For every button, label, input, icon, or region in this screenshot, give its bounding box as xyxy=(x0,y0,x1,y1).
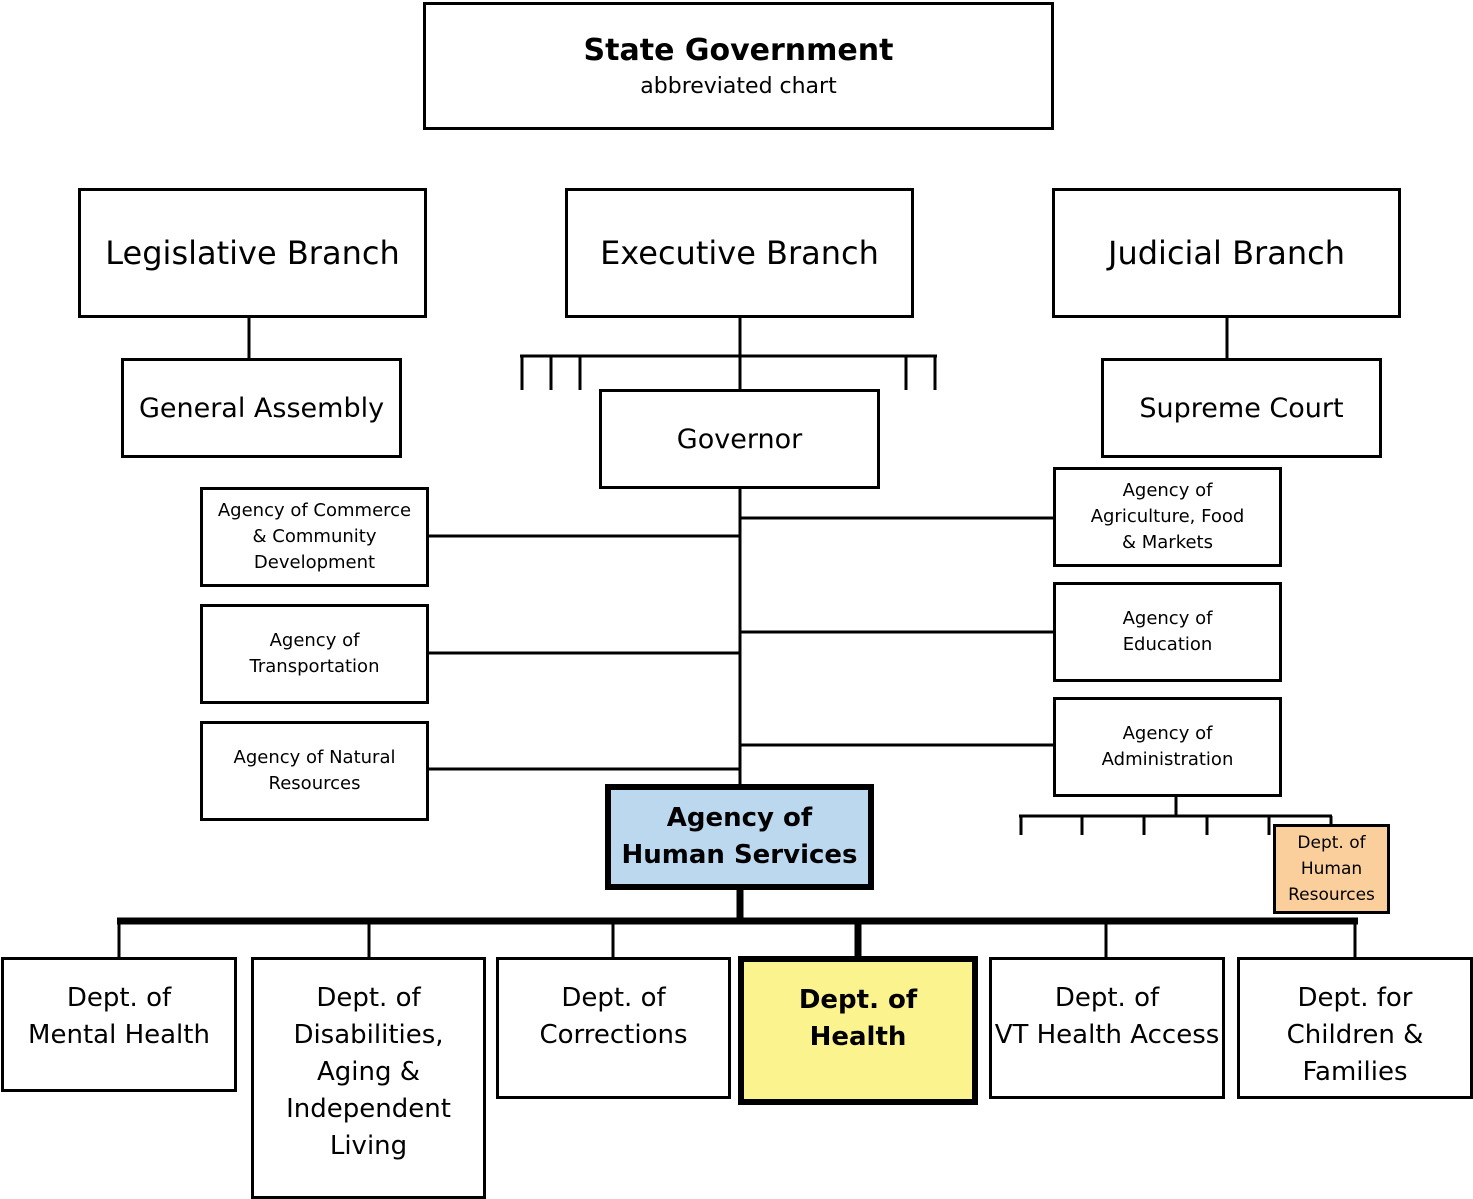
dept-disabilities-line-5: Living xyxy=(329,1131,408,1161)
agency-administration-line-2: Administration xyxy=(1101,749,1234,770)
supreme-court-label: Supreme Court xyxy=(1139,392,1344,424)
agency-agriculture-line-2: Agriculture, Food xyxy=(1090,506,1245,527)
dept-children-families-line-2: Children & xyxy=(1286,1020,1424,1050)
chart-subtitle: abbreviated chart xyxy=(640,74,837,99)
dept-health-line-2: Health xyxy=(809,1022,907,1052)
dept-mental-health-box: Dept. of Mental Health xyxy=(1,957,237,1092)
dept-corrections-box: Dept. of Corrections xyxy=(496,957,731,1099)
agency-natural-resources-line-2: Resources xyxy=(268,773,361,794)
dept-human-resources-box: Dept. of Human Resources xyxy=(1273,824,1390,914)
dept-disabilities-line-2: Disabilities, xyxy=(293,1020,444,1050)
agency-human-services-line-1: Agency of xyxy=(666,803,813,833)
agency-transportation-line-2: Transportation xyxy=(249,656,380,677)
dept-corrections-line-2: Corrections xyxy=(539,1020,688,1050)
agency-administration-box: Agency of Administration xyxy=(1053,697,1282,797)
agency-administration-line-1: Agency of xyxy=(1122,723,1213,744)
dept-vt-health-access-line-1: Dept. of xyxy=(1054,983,1160,1013)
dept-human-resources-line-3: Resources xyxy=(1288,885,1375,905)
legislative-branch-label: Legislative Branch xyxy=(105,234,400,272)
dept-mental-health-line-1: Dept. of xyxy=(66,983,172,1013)
chart-title: State Government xyxy=(583,33,894,68)
agency-natural-resources-line-1: Agency of Natural xyxy=(233,747,396,768)
agency-education-line-1: Agency of xyxy=(1122,608,1213,629)
agency-agriculture-line-3: & Markets xyxy=(1121,532,1213,553)
legislative-branch-box: Legislative Branch xyxy=(78,188,427,318)
dept-health-box: Dept. of Health xyxy=(738,956,978,1105)
dept-health-line-1: Dept. of xyxy=(798,985,918,1015)
judicial-branch-box: Judicial Branch xyxy=(1052,188,1401,318)
agency-human-services-box: Agency of Human Services xyxy=(605,784,874,890)
dept-mental-health-line-2: Mental Health xyxy=(28,1020,210,1050)
supreme-court-box: Supreme Court xyxy=(1101,358,1382,458)
agency-transportation-box: Agency of Transportation xyxy=(200,604,429,704)
dept-vt-health-access-box: Dept. of VT Health Access xyxy=(989,957,1225,1099)
dept-corrections-line-1: Dept. of xyxy=(561,983,666,1013)
agency-education-line-2: Education xyxy=(1122,634,1213,655)
dept-human-resources-line-1: Dept. of xyxy=(1297,833,1366,853)
dept-disabilities-line-1: Dept. of xyxy=(316,983,421,1013)
chart-title-box: State Government abbreviated chart xyxy=(423,2,1054,130)
executive-branch-label: Executive Branch xyxy=(600,234,879,272)
dept-human-resources-line-2: Human xyxy=(1300,859,1363,879)
agency-commerce-line-2: & Community xyxy=(252,526,377,547)
agency-human-services-line-2: Human Services xyxy=(621,840,858,870)
dept-children-families-line-1: Dept. for xyxy=(1297,983,1413,1013)
agency-commerce-line-1: Agency of Commerce xyxy=(217,500,412,521)
general-assembly-box: General Assembly xyxy=(121,358,402,458)
executive-branch-box: Executive Branch xyxy=(565,188,914,318)
dept-vt-health-access-line-2: VT Health Access xyxy=(994,1020,1220,1050)
dept-children-families-line-3: Families xyxy=(1302,1057,1408,1087)
agency-education-box: Agency of Education xyxy=(1053,582,1282,682)
dept-children-families-box: Dept. for Children & Families xyxy=(1237,957,1473,1099)
dept-disabilities-box: Dept. of Disabilities, Aging & Independe… xyxy=(251,957,486,1199)
agency-agriculture-line-1: Agency of xyxy=(1122,480,1213,501)
dept-disabilities-line-4: Independent xyxy=(286,1094,451,1124)
agency-commerce-box: Agency of Commerce & Community Developme… xyxy=(200,487,429,587)
governor-box: Governor xyxy=(599,389,880,489)
dept-disabilities-line-3: Aging & xyxy=(316,1057,421,1087)
agency-transportation-line-1: Agency of xyxy=(269,630,360,651)
judicial-branch-label: Judicial Branch xyxy=(1108,234,1345,272)
agency-agriculture-box: Agency of Agriculture, Food & Markets xyxy=(1053,467,1282,567)
governor-label: Governor xyxy=(676,423,803,455)
agency-natural-resources-box: Agency of Natural Resources xyxy=(200,721,429,821)
general-assembly-label: General Assembly xyxy=(138,392,385,424)
agency-commerce-line-3: Development xyxy=(253,552,376,573)
